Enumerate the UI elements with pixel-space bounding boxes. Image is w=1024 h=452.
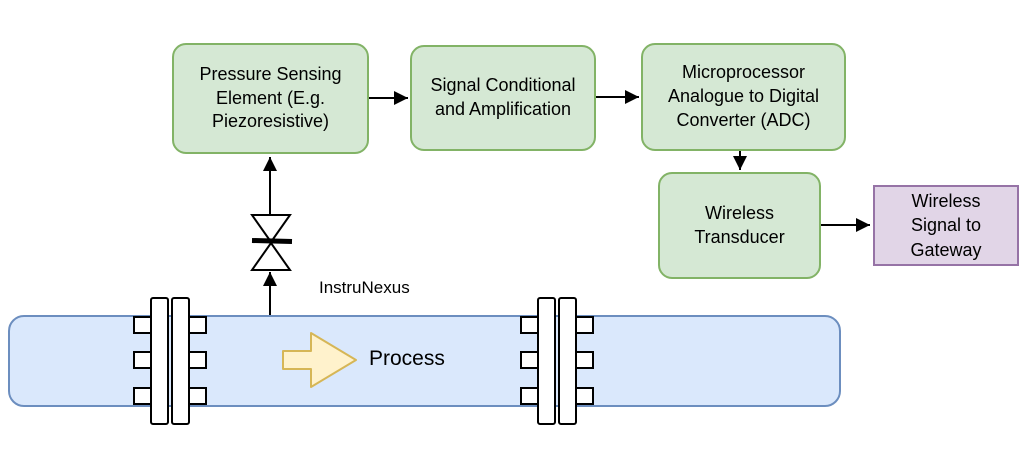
- node-label: Pressure Sensing Element (E.g. Piezoresi…: [199, 63, 342, 132]
- flange-bar: [150, 297, 169, 425]
- process-label: Process: [369, 347, 445, 370]
- flange-bar: [558, 297, 577, 425]
- node-label: Wireless Transducer: [694, 202, 785, 247]
- node-wireless-transducer: Wireless Transducer: [658, 172, 821, 279]
- pipe-flange-right: [520, 297, 594, 425]
- instrunexus-label: InstruNexus: [319, 278, 410, 297]
- node-label: Wireless Signal to Gateway: [910, 191, 982, 260]
- flow-direction-arrow-icon: [282, 332, 357, 388]
- node-label: Microprocessor Analogue to Digital Conve…: [667, 62, 820, 130]
- node-adc: Microprocessor Analogue to Digital Conve…: [641, 43, 846, 151]
- node-wireless-signal-gateway: Wireless Signal to Gateway: [873, 185, 1019, 266]
- pipe-flange-left: [133, 297, 207, 425]
- isolation-valve-icon: [250, 214, 293, 271]
- node-label: Signal Conditional and Amplification: [430, 75, 576, 119]
- node-pressure-sensing-element: Pressure Sensing Element (E.g. Piezoresi…: [172, 43, 369, 154]
- node-signal-conditioning: Signal Conditional and Amplification: [410, 45, 596, 151]
- flange-bar: [537, 297, 556, 425]
- flange-bar: [171, 297, 190, 425]
